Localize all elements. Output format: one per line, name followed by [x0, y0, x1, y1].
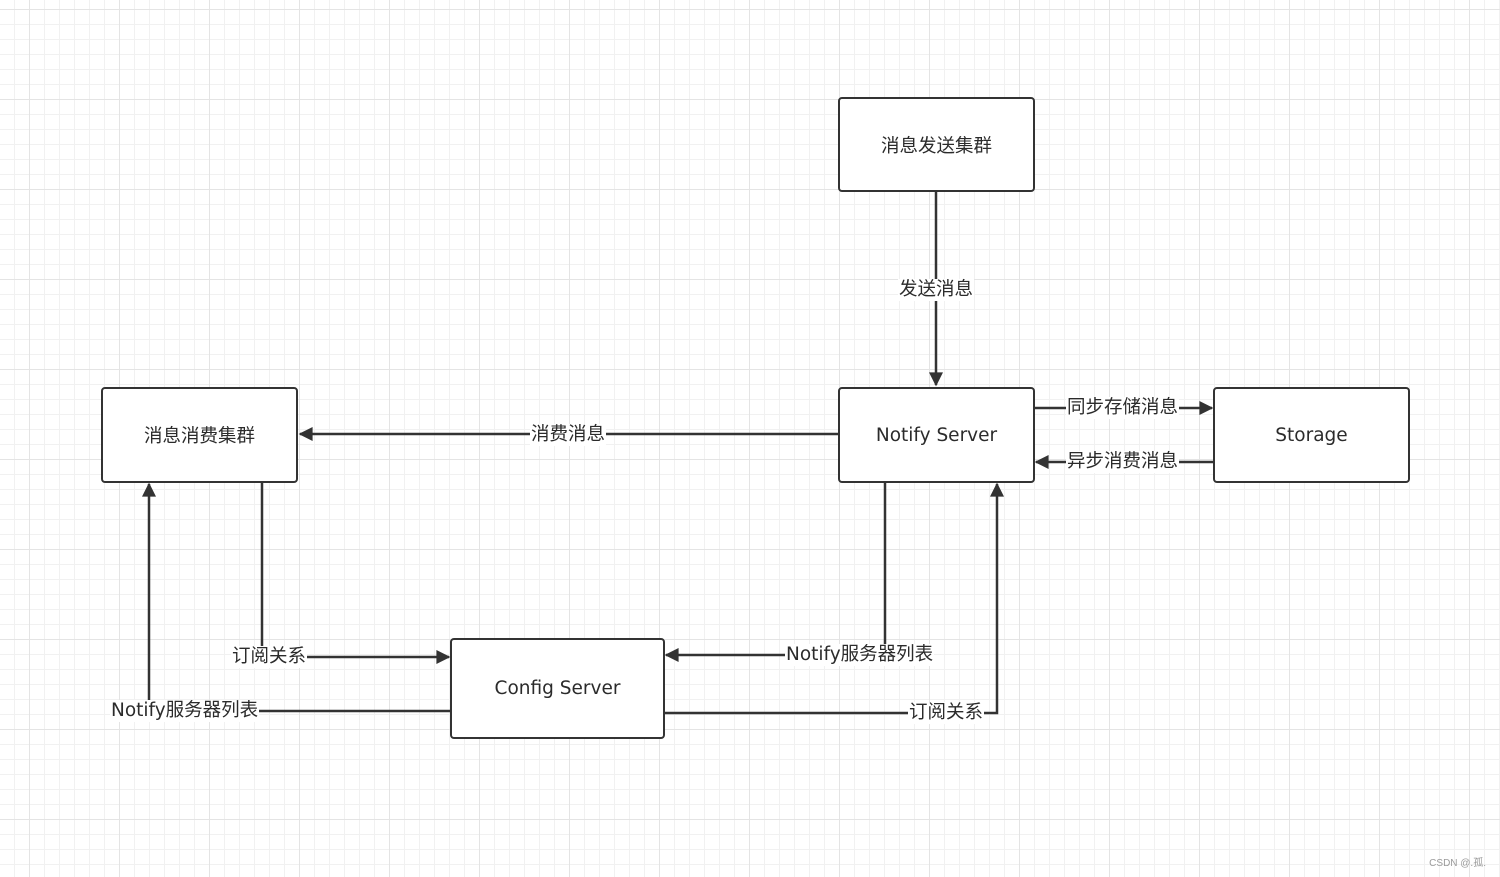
node-sender-cluster-label: 消息发送集群 — [880, 135, 992, 157]
node-storage[interactable]: Storage — [1213, 387, 1410, 483]
edge-subscribe-left — [260, 482, 451, 664]
edge-label-async-consume: 异步消费消息 — [1066, 451, 1180, 473]
node-consumer-cluster[interactable]: 消息消费集群 — [101, 387, 298, 483]
node-notify-server[interactable]: Notify Server — [838, 387, 1035, 483]
node-consumer-cluster-label: 消息消费集群 — [143, 426, 255, 447]
edge-label-send-message: 发送消息 — [898, 279, 975, 301]
edge-label-server-list-right: Notify服务器列表 — [785, 644, 935, 666]
node-config-server[interactable]: Config Server — [450, 638, 665, 739]
edge-server-list-right — [664, 482, 887, 662]
edge-label-subscribe-right: 订阅关系 — [908, 702, 985, 724]
edge-label-server-list-left: Notify服务器列表 — [110, 700, 260, 722]
node-storage-label: Storage — [1275, 424, 1348, 446]
edge-server-list-left — [142, 482, 451, 713]
node-notify-server-label: Notify Server — [875, 424, 998, 446]
node-sender-cluster[interactable]: 消息发送集群 — [838, 97, 1035, 192]
edge-label-consume-message: 消费消息 — [530, 424, 607, 446]
edge-label-sync-store: 同步存储消息 — [1066, 397, 1180, 419]
edge-label-subscribe-left: 订阅关系 — [231, 646, 308, 668]
node-config-server-label: Config Server — [494, 678, 621, 699]
watermark: CSDN @.孤. — [1429, 858, 1486, 869]
edge-subscribe-right — [663, 482, 1004, 715]
